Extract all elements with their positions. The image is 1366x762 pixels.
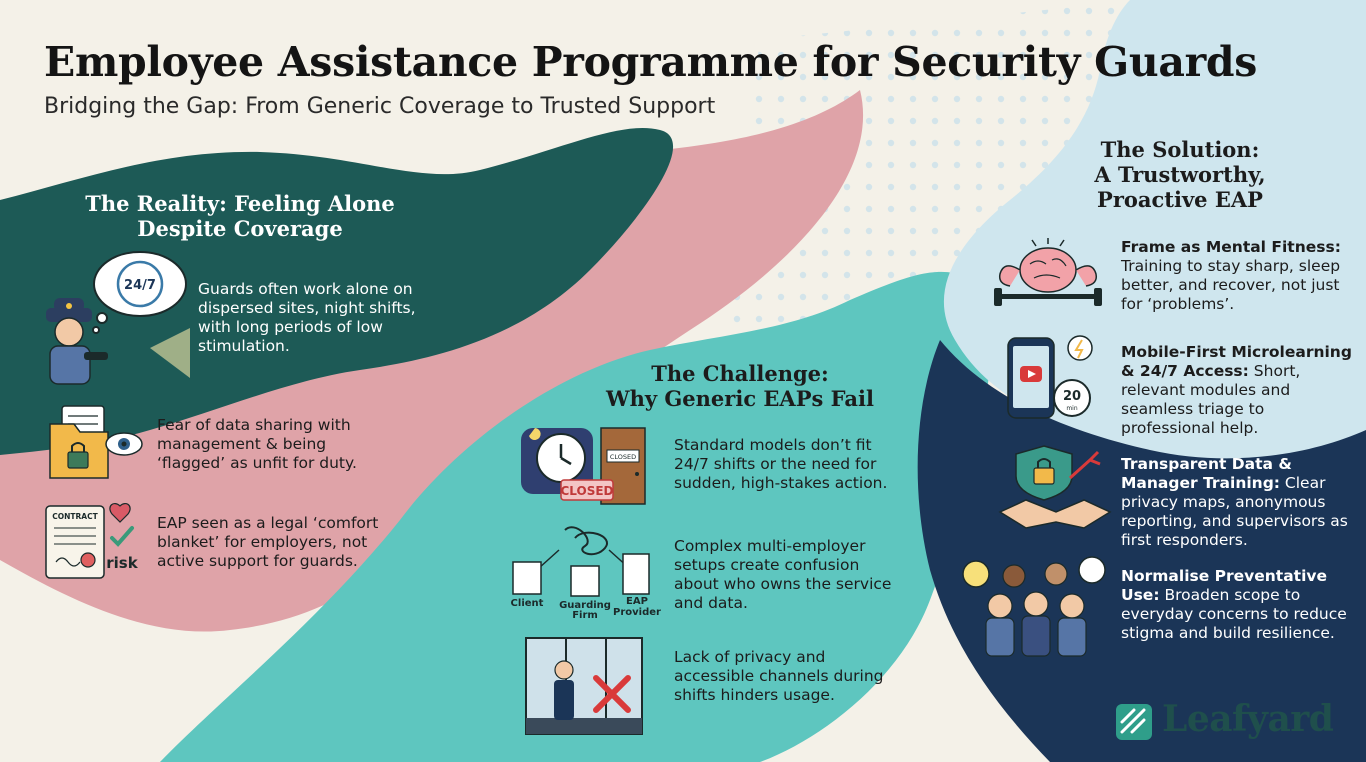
solution-item-2-text: Mobile-First Microlearning & 24/7 Access… [1121,343,1357,438]
solution-item-4-bold: Normalise Preventative Use: [1121,567,1328,604]
guard-with-phone-icon: 24/7 [46,251,190,385]
reality-heading-line2: Despite Coverage [137,215,343,241]
contract-risk-icon: CONTRACT risk [45,502,139,579]
guarding-firm-label-2: Firm [572,610,598,620]
solution-heading-line3: Proactive EAP [1097,186,1263,212]
client-label: Client [511,598,544,609]
solution-item-1-bold: Frame as Mental Fitness: [1121,238,1341,256]
solution-heading: The Solution: A Trustworthy, Proactive E… [1060,137,1300,212]
brand-name: Leafyard [1162,698,1334,740]
reality-heading: The Reality: Feeling Alone Despite Cover… [60,191,420,242]
brain-dumbbell-icon [994,238,1102,306]
eap-provider-label-2: Provider [613,607,661,618]
challenge-heading-line2: Why Generic EAPs Fail [606,385,874,411]
solution-item-4-body: Broaden scope to everyday concerns to re… [1121,585,1347,642]
challenge-item-2-text: Complex multi-employer setups create con… [674,537,892,612]
reality-item-2-text: Fear of data sharing with management & b… [157,416,357,472]
reality-heading-line1: The Reality: Feeling Alone [85,191,395,216]
guard-team-icon [962,556,1106,657]
eap-provider-label-1: EAP [626,596,648,607]
solution-item-3-bold: Transparent Data & Manager Training: [1121,455,1292,492]
shield-handshake-icon [998,445,1112,529]
folder-lock-eye-icon [49,405,143,479]
guard-window-cross-icon [525,637,643,735]
solution-item-2-body: Short, relevant modules and seamless tri… [1121,361,1301,437]
solution-item-4-text: Normalise Preventative Use: Broaden scop… [1121,567,1357,643]
contract-label: CONTRACT [52,512,98,521]
challenge-item-3-text: Lack of privacy and accessible channels … [674,648,884,704]
solution-item-2-bold: Mobile-First Microlearning & 24/7 Access… [1121,343,1352,380]
door-sign: CLOSED [610,453,636,461]
challenge-item-1-text: Standard models don’t fit 24/7 shifts or… [674,436,888,492]
mobile-timer-icon: 20 min [1007,335,1093,419]
reality-item-1-text: Guards often work alone on dispersed sit… [198,280,416,355]
page-subtitle: Bridging the Gap: From Generic Coverage … [44,94,716,119]
page-title: Employee Assistance Programme for Securi… [44,38,1258,86]
solution-heading-line2: A Trustworthy, [1094,161,1266,187]
solution-item-3-body: Clear privacy maps, anonymous reporting,… [1121,473,1348,549]
multi-employer-buildings-icon: Client Guarding Firm EAP Provider [511,526,661,620]
bubble-label: 24/7 [124,278,156,293]
timer-unit: min [1066,405,1078,412]
timer-label: 20 [1063,389,1081,404]
challenge-heading-line1: The Challenge: [651,361,829,386]
solution-item-3-text: Transparent Data & Manager Training: Cle… [1121,455,1357,550]
reality-item-3-text: EAP seen as a legal ‘comfort blanket’ fo… [157,514,379,570]
challenge-heading: The Challenge: Why Generic EAPs Fail [560,361,920,412]
leafyard-logo-icon [1116,704,1152,740]
solution-item-1-text: Frame as Mental Fitness: Training to sta… [1121,238,1351,314]
clock-closed-door-icon: CLOSED CLOSED [521,427,646,505]
solution-item-1-body: Training to stay sharp, sleep better, an… [1121,256,1341,313]
risk-label: risk [106,554,138,572]
closed-label: CLOSED [560,484,613,498]
solution-heading-line1: The Solution: [1100,137,1260,162]
guarding-firm-label-1: Guarding [559,600,611,611]
